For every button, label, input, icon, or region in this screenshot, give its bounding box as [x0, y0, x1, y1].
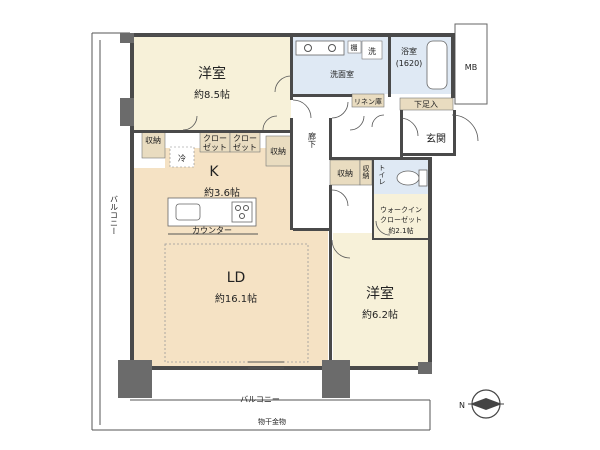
western-room-a [133, 37, 291, 133]
toilet-icon [396, 169, 428, 187]
washbasin-icon [295, 40, 345, 56]
balcony-outline [91, 32, 431, 431]
closet-right-label-2: ゼット [233, 142, 257, 152]
kitchen-size: 約3.6帖 [204, 186, 240, 199]
linen-closet [351, 93, 385, 108]
column-w [120, 98, 134, 126]
storage-toilet-label: 収納 [362, 165, 370, 180]
shelf-space [347, 40, 362, 54]
column-sw [118, 360, 152, 398]
western-a-size: 約8.5帖 [194, 88, 230, 101]
walkin-size: 約2.1帖 [388, 226, 413, 235]
storage-bottom-label: 収納 [337, 168, 353, 178]
washer-space [361, 40, 383, 60]
shoe-cabinet [399, 97, 454, 111]
shoe-label: 下足入 [414, 100, 438, 109]
column-se [418, 362, 432, 374]
linen-label: リネン庫 [354, 97, 382, 106]
ld-size: 約16.1帖 [215, 292, 257, 305]
bath-name: 浴室 [401, 46, 417, 56]
storage-left-label: 収納 [145, 135, 161, 145]
closet-left-label-1: クロー [203, 134, 227, 143]
western-b-size: 約6.2帖 [362, 308, 398, 321]
walkin-closet [372, 194, 431, 239]
storage-corridor-label: 収納 [270, 146, 286, 156]
column-s [322, 360, 350, 398]
walkin-name-1: ウォークイン [380, 206, 422, 214]
kitchen-counter [167, 197, 257, 227]
western-room-b [333, 233, 431, 370]
doors [182, 75, 479, 369]
north-label: N [459, 401, 465, 410]
fridge-label: 冷 [178, 153, 186, 163]
column-nw [120, 33, 134, 43]
closet-right-label-1: クロー [233, 134, 257, 143]
entrance-area [400, 110, 453, 155]
balcony-bottom-label: バルコニー [240, 395, 280, 404]
counter-label: カウンター [192, 226, 232, 235]
western-a-name: 洋室 [198, 65, 226, 82]
fridge-space [169, 146, 195, 168]
walkin-name-2: クローゼット [380, 215, 422, 224]
entrance-name: 玄関 [426, 132, 446, 145]
drying-rack-label: 物干金物 [258, 417, 286, 426]
compass-icon [468, 389, 504, 419]
ld-name: LD [227, 270, 246, 286]
kitchen-name: K [209, 164, 219, 180]
corridor-name: 廊下 [308, 131, 317, 149]
western-b-name: 洋室 [366, 285, 394, 302]
ld-ceiling-outline [164, 243, 309, 363]
washer-label: 洗 [368, 46, 376, 56]
mb-label: MB [465, 63, 477, 72]
sink-icon [175, 203, 201, 221]
toilet-name: トイレ [378, 164, 386, 185]
shelf-label: 棚 [351, 43, 358, 52]
closet-left-label-2: ゼット [203, 142, 227, 152]
washroom-name: 洗面室 [330, 69, 354, 79]
balcony-left-label: バルコニー [110, 195, 119, 235]
corridor [293, 100, 329, 230]
storage-corridor [265, 135, 292, 167]
bath-size: (1620) [396, 59, 423, 68]
bathtub-icon [426, 40, 448, 90]
storage-bottom [329, 159, 361, 186]
stove-icon [231, 201, 253, 223]
